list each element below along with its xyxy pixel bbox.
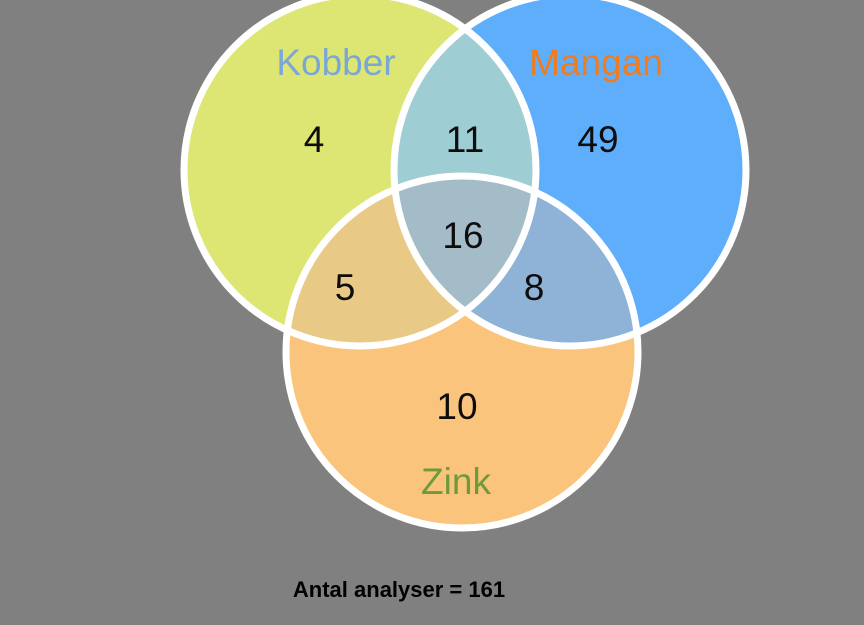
region-count-mangan-only: 49 xyxy=(577,119,618,160)
set-outline-zink xyxy=(282,172,642,532)
overlap-kobber-zink xyxy=(286,176,536,346)
set-label-zink: Zink xyxy=(421,461,491,502)
set-outline-kobber xyxy=(180,0,540,350)
region-count-kobber-mangan: 11 xyxy=(446,119,484,160)
region-count-zink-only: 10 xyxy=(436,386,477,427)
diagram-caption: Antal analyser = 161 xyxy=(293,577,505,602)
region-count-kobber-zink: 5 xyxy=(335,267,356,308)
set-label-kobber: Kobber xyxy=(276,42,395,83)
overlap-mangan-zink xyxy=(394,176,638,346)
region-count-all-three: 16 xyxy=(442,215,483,256)
region-count-kobber-only: 4 xyxy=(304,119,325,160)
region-count-mangan-zink: 8 xyxy=(524,267,545,308)
set-label-mangan: Mangan xyxy=(529,42,663,83)
set-outline-mangan xyxy=(390,0,750,350)
